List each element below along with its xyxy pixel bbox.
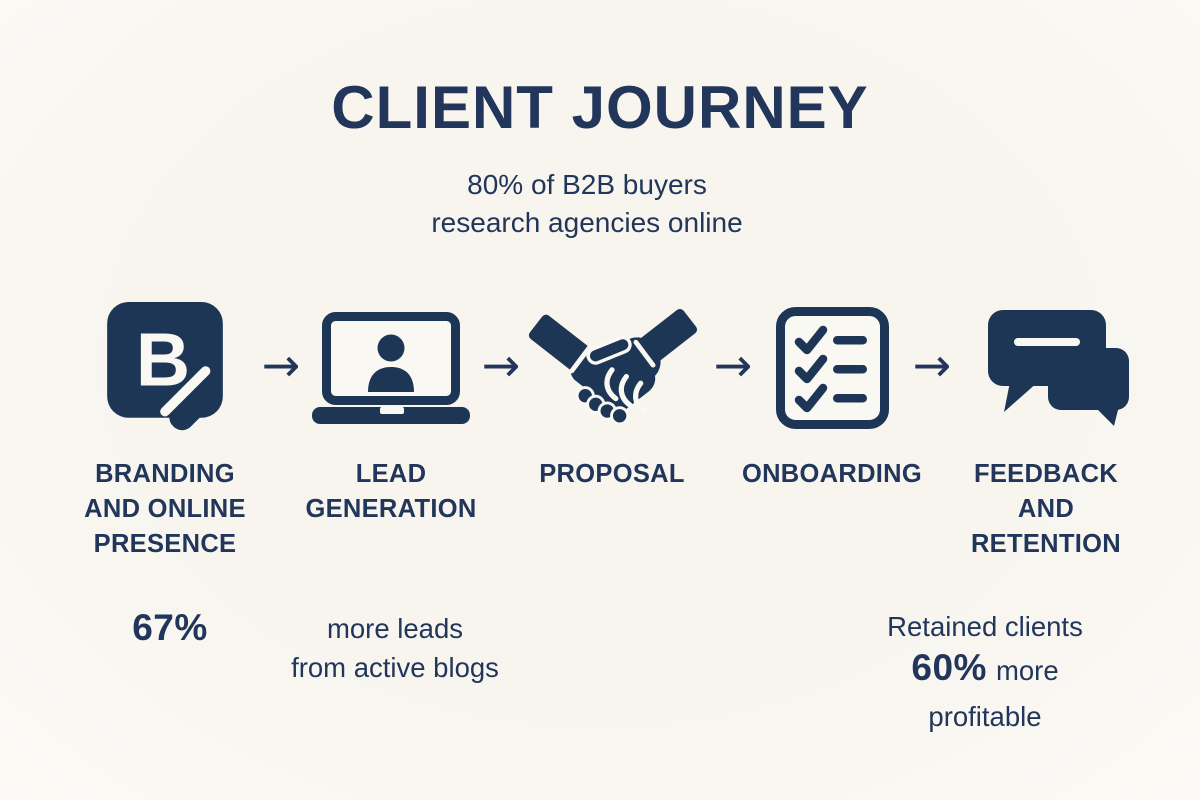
branding-letter-pencil-icon: B [45, 296, 285, 440]
stage-label-feedback-retention: FEEDBACK AND RETENTION [970, 460, 1122, 558]
stat-retention-line-3: profitable [928, 701, 1042, 732]
stat-retention-line-2: 60% more [860, 646, 1110, 698]
arrow-right-icon: → [713, 338, 753, 393]
svg-text:B: B [136, 317, 190, 401]
stage-label-lead-generation: LEAD GENERATION [305, 460, 477, 523]
stage-label-onboarding: ONBOARDING [741, 460, 923, 488]
stat-branding-value: 67% [132, 607, 208, 648]
stat-leads: more leads from active blogs [270, 609, 520, 687]
stage-onboarding: ONBOARDING [712, 296, 952, 596]
stage-feedback-retention: FEEDBACK AND RETENTION [926, 296, 1166, 596]
stat-retention: Retained clients 60% more profitable [860, 608, 1110, 736]
stat-retention-suffix: more [995, 655, 1059, 686]
stage-lead-generation: LEAD GENERATION [271, 296, 511, 596]
stat-retention-line-1: Retained clients [887, 611, 1083, 642]
stage-branding: B BRANDING AND ONLINE PRESENCE [45, 296, 285, 596]
chat-bubbles-icon [926, 296, 1178, 440]
stage-proposal: PROPOSAL [492, 296, 732, 596]
subtitle-line-1: 80% of B2B buyers [467, 169, 707, 200]
handshake-icon [492, 296, 732, 440]
stat-leads-line-1: more leads [326, 613, 464, 644]
arrow-right-icon: → [912, 338, 952, 393]
arrow-right-icon: → [481, 338, 521, 393]
page-title: CLIENT JOURNEY [331, 74, 869, 141]
stage-label-branding: BRANDING AND ONLINE PRESENCE [84, 460, 246, 558]
stat-leads-line-2: from active blogs [291, 652, 499, 683]
stat-retention-value: 60% [911, 647, 987, 688]
stage-label-proposal: PROPOSAL [539, 460, 685, 488]
subtitle: 80% of B2B buyers research agencies onli… [0, 166, 1187, 242]
subtitle-line-2: research agencies online [431, 207, 743, 238]
arrow-right-icon: → [261, 338, 301, 393]
checklist-icon [712, 296, 952, 440]
laptop-person-icon [271, 296, 511, 440]
